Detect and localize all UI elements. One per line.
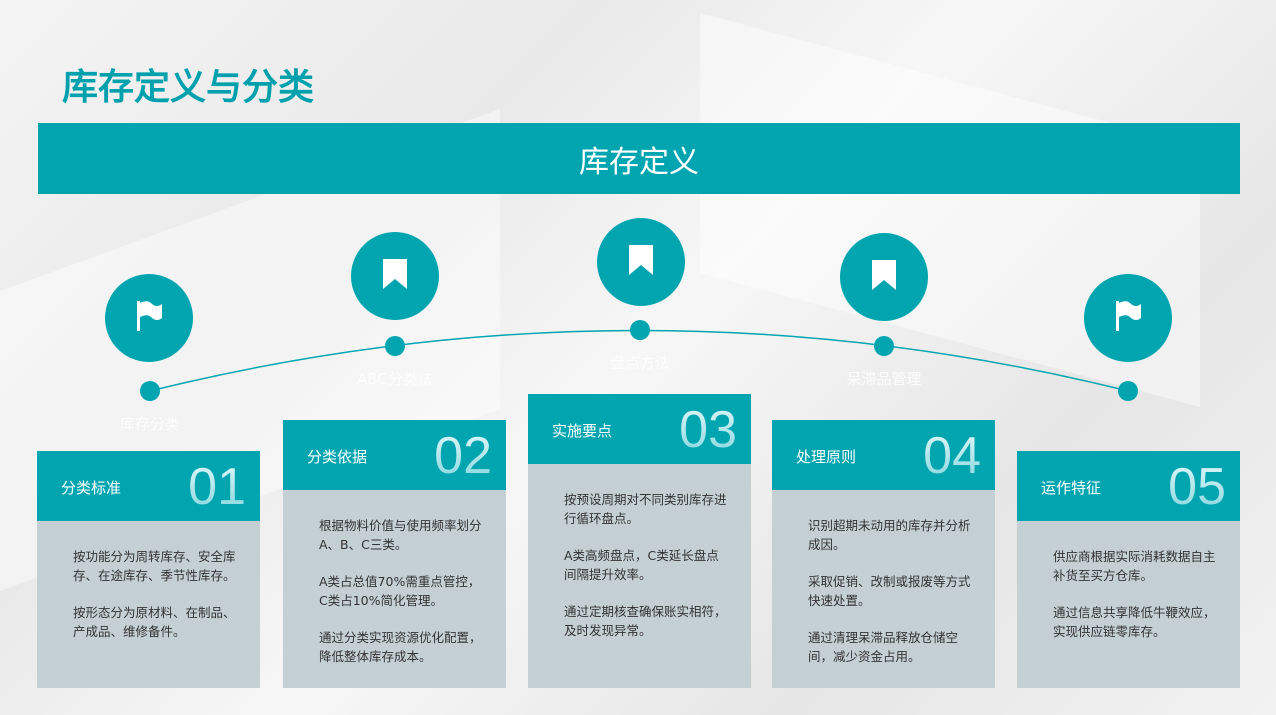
bookmark-icon [871,259,897,295]
timeline-dot [1118,381,1138,401]
node-circle [105,274,193,362]
card-title: 分类依据 [307,448,368,466]
card-body: 按功能分为周转库存、安全库存、在途库存、季节性库存。按形态分为原材料、在制品、产… [37,521,260,688]
node-label: 呆滞品管理 [846,370,922,388]
node-circle [597,218,685,306]
bookmark-icon [382,258,408,294]
card-paragraph: 通过清理呆滞品释放仓储空间，减少资金占用。 [808,630,959,664]
card-title: 实施要点 [552,422,613,440]
banner: 库存定义 [38,123,1240,194]
card-paragraph: 根据物料价值与使用频率划分A、B、C三类。 [319,518,482,552]
card-number: 02 [434,427,492,485]
card-paragraph: 供应商根据实际消耗数据自主补货至买方仓库。 [1053,549,1216,583]
info-card: 分类标准 01 按功能分为周转库存、安全库存、在途库存、季节性库存。按形态分为原材… [37,451,260,688]
card-paragraph: A类高频盘点，C类延长盘点间隔提升效率。 [564,548,719,582]
card-paragraph: 按功能分为周转库存、安全库存、在途库存、季节性库存。 [73,549,236,583]
node-label: ABC分类法 [357,370,433,388]
card-number: 01 [188,458,246,516]
card-number: 04 [923,427,981,485]
card-title: 处理原则 [796,448,857,466]
card-paragraph: 通过分类实现资源优化配置，降低整体库存成本。 [319,630,482,664]
card-body: 识别超期未动用的库存并分析成因。采取促销、改制或报废等方式快速处置。通过清理呆滞… [772,490,995,688]
info-card: 实施要点 03 按预设周期对不同类别库存进行循环盘点。 A类高频盘点，C类延长盘点间… [528,394,751,688]
card-body: 供应商根据实际消耗数据自主补货至买方仓库。通过信息共享降低牛鞭效应，实现供应链零… [1017,521,1240,688]
card-paragraph: 按形态分为原材料、在制品、产成品、维修备件。 [73,605,236,639]
card-paragraph: 通过信息共享降低牛鞭效应，实现供应链零库存。 [1053,605,1216,639]
timeline-dot [385,336,405,356]
card-number: 03 [679,401,737,459]
card-number: 05 [1168,458,1226,516]
card-paragraph: 采取促销、改制或报废等方式快速处置。 [808,574,971,608]
card-paragraph: 按预设周期对不同类别库存进行循环盘点。 [564,492,727,526]
bookmark-icon [628,244,654,280]
page-title: 库存定义与分类 [62,67,315,108]
card-body: 根据物料价值与使用频率划分A、B、C三类。 A类占总值70%需重点管控，C类占10… [283,490,506,688]
timeline-dot [140,381,160,401]
card-header: 运作特征 05 [1017,451,1240,521]
banner-text: 库存定义 [579,144,699,180]
node-label: 盘点方法 [609,354,670,372]
card-body: 按预设周期对不同类别库存进行循环盘点。 A类高频盘点，C类延长盘点间隔提升效率。通… [528,464,751,688]
node-circle [1084,274,1172,362]
node-circle [351,232,439,320]
card-header: 分类标准 01 [37,451,260,521]
info-card: 处理原则 04 识别超期未动用的库存并分析成因。采取促销、改制或报废等方式快速处置… [772,420,995,688]
card-paragraph: 通过定期核查确保账实相符，及时发现异常。 [564,604,727,638]
flag-icon [1113,299,1143,337]
card-title: 分类标准 [61,479,122,497]
card-paragraph: A类占总值70%需重点管控，C类占10%简化管理。 [319,574,481,608]
card-title: 运作特征 [1041,479,1102,497]
node-label: 库存分类 [119,415,180,433]
card-header: 分类依据 02 [283,420,506,490]
timeline-dot [874,336,894,356]
card-header: 实施要点 03 [528,394,751,464]
info-card: 分类依据 02 根据物料价值与使用频率划分A、B、C三类。 A类占总值70%需重点管… [283,420,506,688]
node-circle [840,233,928,321]
flag-icon [134,299,164,337]
card-paragraph: 识别超期未动用的库存并分析成因。 [808,518,971,552]
card-header: 处理原则 04 [772,420,995,490]
timeline-dot [630,320,650,340]
info-card: 运作特征 05 供应商根据实际消耗数据自主补货至买方仓库。通过信息共享降低牛鞭效应… [1017,451,1240,688]
